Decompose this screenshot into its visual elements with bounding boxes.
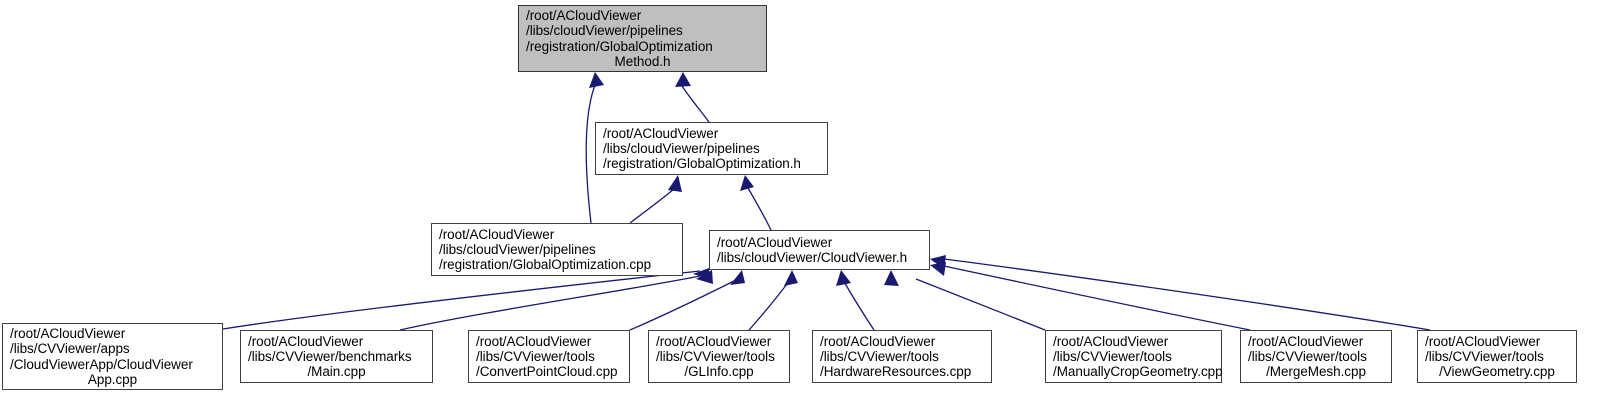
node-line: /root/ACloudViewer [656, 333, 772, 349]
arrowhead-method-h-left [589, 72, 604, 88]
node-line: /root/ACloudViewer [476, 333, 592, 349]
node-line: App.cpp [87, 371, 138, 387]
node-line: /libs/cloudViewer/pipelines [603, 140, 760, 156]
node-line: /root/ACloudViewer [1248, 333, 1364, 349]
node-line: /CloudViewerApp/CloudViewer [10, 356, 193, 372]
edge-main-cpp-to-cloudviewer-h [399, 275, 701, 331]
arrowhead-cloudviewer-h-c [730, 270, 745, 285]
arrowhead-cloudviewer-h-h [930, 262, 946, 276]
node-cloudviewer-h[interactable]: /root/ACloudViewer /libs/cloudViewer/Clo… [709, 230, 930, 270]
arrowhead-cloudviewer-h-b [696, 270, 713, 284]
node-line: /Main.cpp [307, 364, 366, 380]
edge-hardwareresources-cpp-to-cloudviewer-h [842, 279, 875, 331]
node-line: /root/ACloudViewer [10, 326, 126, 342]
node-line: /root/ACloudViewer [820, 333, 936, 349]
arrowhead-cloudviewer-h-d [784, 270, 798, 286]
node-line: /MergeMesh.cpp [1266, 364, 1366, 380]
node-line: /ViewGeometry.cpp [1439, 364, 1555, 380]
node-line: /root/ACloudViewer [1053, 333, 1169, 349]
node-line: /libs/CVViewer/tools [1053, 348, 1172, 364]
node-line: /libs/cloudViewer/CloudViewer.h [717, 250, 908, 265]
node-cloudviewerapp-cpp[interactable]: /root/ACloudViewer /libs/CVViewer/apps /… [2, 323, 223, 390]
edge-viewgeometry-cpp-to-cloudviewer-h [943, 258, 1431, 331]
edge-globaloptimization-cpp-to-h [629, 188, 675, 224]
edge-manuallycropgeometry-cpp-to-cloudviewer-h [915, 278, 1046, 331]
arrowhead-cloudviewer-h-g [930, 255, 946, 269]
node-line: /libs/CVViewer/tools [476, 348, 595, 364]
edge-globaloptimization-cpp-to-method-h [585, 84, 596, 224]
node-mergemesh-cpp[interactable]: /root/ACloudViewer /libs/CVViewer/tools … [1240, 330, 1392, 383]
node-line: /libs/CVViewer/tools [820, 348, 939, 364]
node-line: /libs/CVViewer/tools [1248, 348, 1367, 364]
edge-glinfo-cpp-to-cloudviewer-h [748, 279, 791, 331]
node-line: /libs/CVViewer/tools [656, 348, 775, 364]
node-line: /GLInfo.cpp [684, 364, 754, 380]
node-line: /registration/GlobalOptimization.h [603, 156, 801, 172]
arrowhead-cloudviewer-h-a [693, 268, 710, 279]
node-line: /libs/CVViewer/apps [10, 341, 130, 357]
node-manuallycropgeometry-cpp[interactable]: /root/ACloudViewer /libs/CVViewer/tools … [1045, 330, 1223, 383]
node-line: /root/ACloudViewer [526, 8, 642, 24]
arrowhead-method-h-right [675, 72, 691, 87]
edge-cloudviewerapp-cpp-to-cloudviewer-h [222, 270, 701, 330]
node-line: /ConvertPointCloud.cpp [476, 364, 618, 380]
node-line: /registration/GlobalOptimization.cpp [439, 257, 652, 273]
node-line: /registration/GlobalOptimization [526, 38, 713, 54]
node-line: Method.h [614, 53, 671, 69]
node-line: /root/ACloudViewer [717, 234, 833, 250]
edge-mergemesh-cpp-to-cloudviewer-h [943, 265, 1251, 331]
arrowhead-cloudviewer-h-e [836, 270, 851, 286]
node-main-cpp[interactable]: /root/ACloudViewer /libs/CVViewer/benchm… [240, 330, 433, 383]
node-line: /root/ACloudViewer [248, 333, 364, 349]
node-line: /HardwareResources.cpp [820, 364, 972, 380]
node-glinfo-cpp[interactable]: /root/ACloudViewer /libs/CVViewer/tools … [648, 330, 790, 383]
node-line: /libs/cloudViewer/pipelines [439, 241, 596, 257]
edge-cloudviewer-h-to-globaloptimization-h [747, 187, 772, 231]
arrowhead-globaloptimization-h-right [740, 175, 754, 191]
node-line: /libs/CVViewer/benchmarks [248, 348, 412, 364]
node-globaloptimizationmethod-h[interactable]: /root/ACloudViewer /libs/cloudViewer/pip… [518, 5, 767, 72]
node-convertpointcloud-cpp[interactable]: /root/ACloudViewer /libs/CVViewer/tools … [468, 330, 630, 383]
node-globaloptimization-cpp[interactable]: /root/ACloudViewer /libs/cloudViewer/pip… [431, 223, 683, 276]
node-viewgeometry-cpp[interactable]: /root/ACloudViewer /libs/CVViewer/tools … [1417, 330, 1577, 383]
node-line: /root/ACloudViewer [439, 226, 555, 242]
arrowhead-globaloptimization-h-left [668, 175, 682, 192]
arrowhead-cloudviewer-h-f [884, 270, 899, 286]
edge-globaloptimization-h-to-method-h [681, 85, 710, 123]
node-line: /libs/CVViewer/tools [1425, 348, 1544, 364]
node-line: /ManuallyCropGeometry.cpp [1053, 364, 1223, 380]
node-line: /libs/cloudViewer/pipelines [526, 23, 683, 39]
node-hardwareresources-cpp[interactable]: /root/ACloudViewer /libs/CVViewer/tools … [812, 330, 992, 383]
node-globaloptimization-h[interactable]: /root/ACloudViewer /libs/cloudViewer/pip… [595, 122, 828, 175]
node-line: /root/ACloudViewer [1425, 333, 1541, 349]
node-line: /root/ACloudViewer [603, 125, 719, 141]
edge-convertpointcloud-cpp-to-cloudviewer-h [629, 279, 737, 331]
